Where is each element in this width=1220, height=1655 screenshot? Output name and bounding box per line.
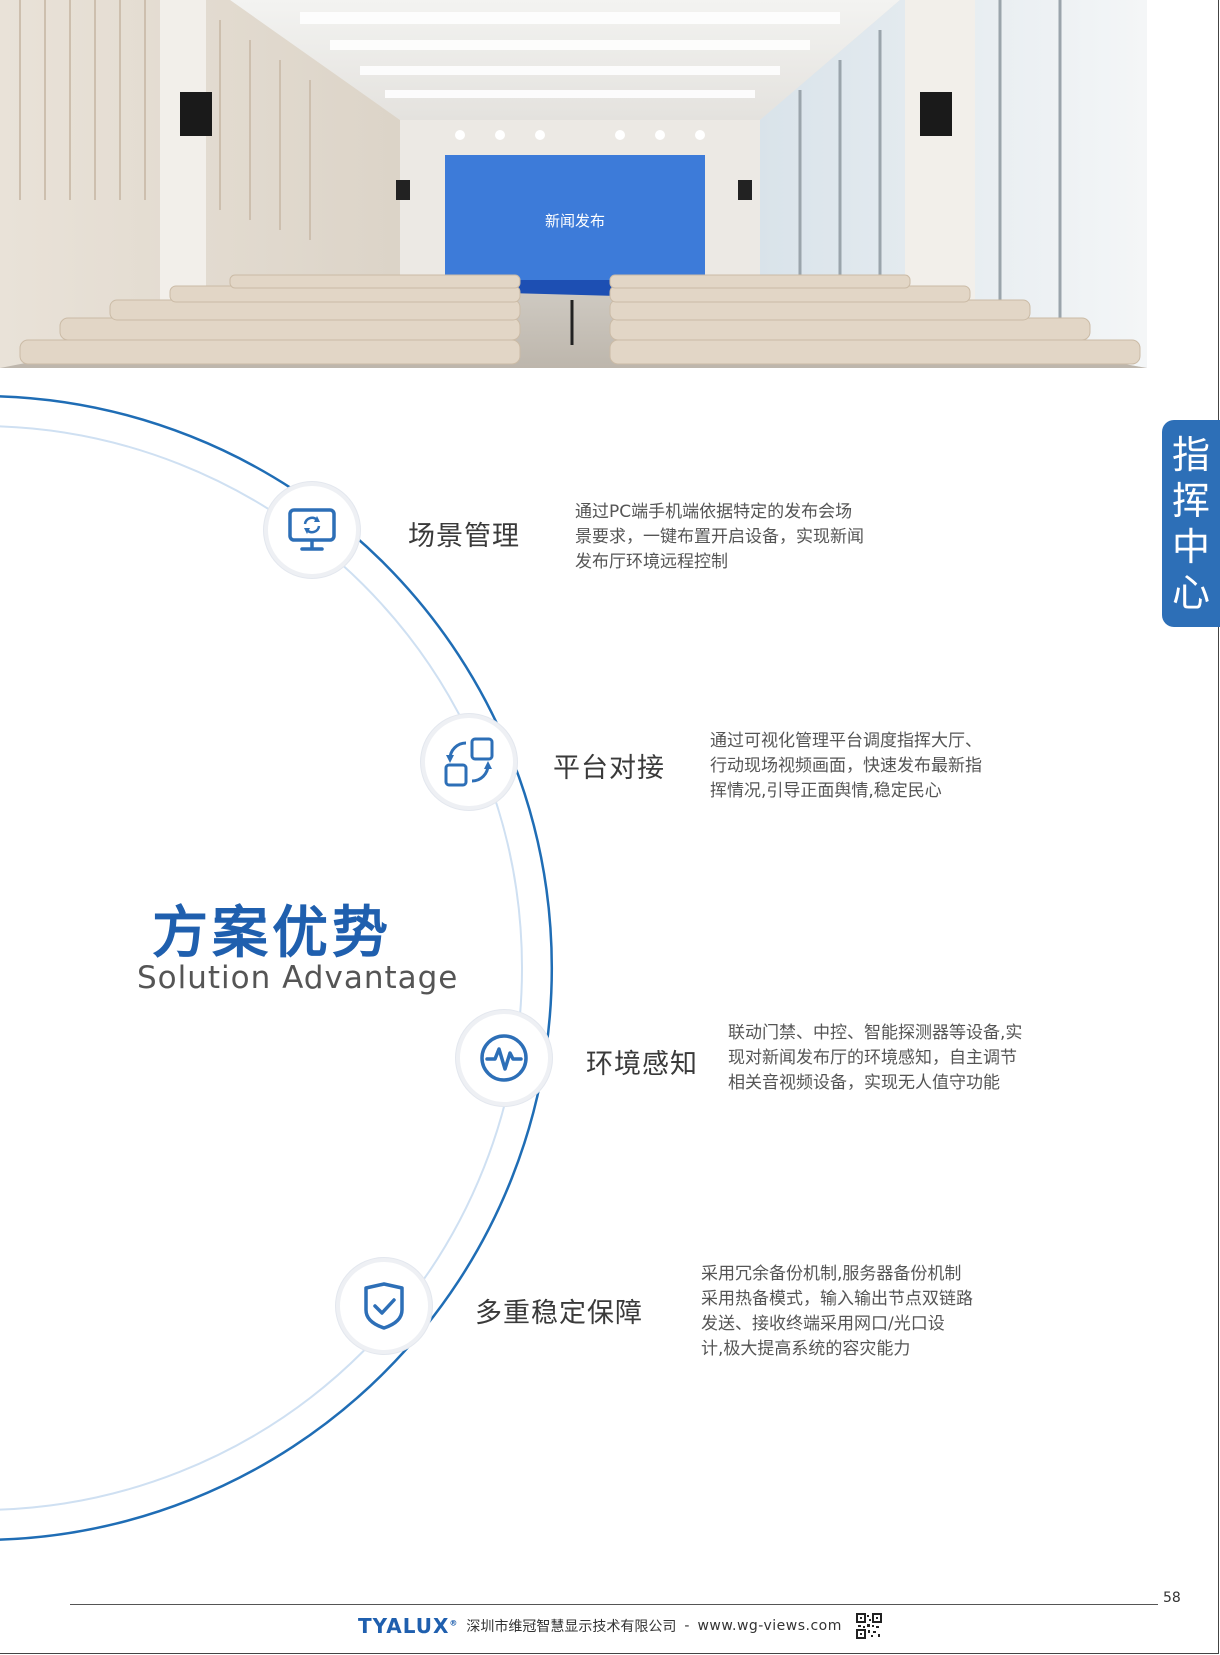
item-description: 采用冗余备份机制,服务器备份机制 采用热备模式，输入输出节点双链路 发送、接收终…: [701, 1262, 973, 1362]
description-line: 采用冗余备份机制,服务器备份机制: [701, 1264, 962, 1284]
node-stability-assurance: [336, 1258, 432, 1354]
screen-caption: 新闻发布: [545, 212, 605, 230]
company-name: 深圳市维冠智慧显示技术有限公司: [466, 1619, 677, 1635]
page-number: 58: [1163, 1590, 1181, 1606]
description-line: 现对新闻发布厅的环境感知，自主调节: [728, 1048, 1017, 1068]
side-tab-char: 中: [1171, 524, 1210, 569]
item-title: 多重稳定保障: [475, 1298, 643, 1329]
node-environment-sensing: [456, 1010, 552, 1106]
section-title: 方案优势: [152, 901, 392, 966]
qr-code-icon: [855, 1613, 882, 1639]
description-line: 通过PC端手机端依据特定的发布会场: [575, 502, 853, 522]
registered-mark: ®: [449, 1618, 459, 1628]
website-link[interactable]: www.wg-views.com: [697, 1618, 842, 1634]
footer-separator: -: [684, 1618, 690, 1634]
description-line: 发布厅环境远程控制: [575, 552, 728, 572]
item-title: 场景管理: [408, 521, 520, 552]
description-line: 计,极大提高系统的容灾能力: [701, 1339, 911, 1359]
description-line: 挥情况,引导正面舆情,稳定民心: [710, 781, 942, 801]
description-line: 联动门禁、中控、智能探测器等设备,实: [728, 1023, 1023, 1043]
pulse-icon: [480, 1034, 528, 1082]
brand-name: TYALUX: [358, 1614, 450, 1638]
item-description: 通过可视化管理平台调度指挥大厅、 行动现场视频画面，快速发布最新指 挥情况,引导…: [710, 729, 982, 804]
hero-photo: 新闻发布: [0, 0, 1147, 368]
item-title: 环境感知: [586, 1049, 698, 1080]
description-line: 采用热备模式，输入输出节点双链路: [701, 1289, 973, 1309]
shield-check-icon: [364, 1282, 404, 1330]
footer: TYALUX® 深圳市维冠智慧显示技术有限公司 - www.wg-views.c…: [358, 1610, 882, 1642]
item-description: 联动门禁、中控、智能探测器等设备,实 现对新闻发布厅的环境感知，自主调节 相关音…: [728, 1021, 1022, 1096]
side-tab-char: 心: [1171, 570, 1210, 615]
footer-divider: [70, 1604, 1158, 1605]
node-platform-integration: [421, 714, 517, 810]
section-subtitle: Solution Advantage: [137, 960, 459, 996]
decorative-arc: [0, 395, 554, 1541]
monitor-refresh-icon: [288, 508, 336, 551]
description-line: 发送、接收终端采用网口/光口设: [701, 1314, 945, 1334]
node-scene-management: [264, 482, 360, 578]
description-line: 相关音视频设备，实现无人值守功能: [728, 1073, 1000, 1093]
item-description: 通过PC端手机端依据特定的发布会场 景要求，一键布置开启设备，实现新闻 发布厅环…: [575, 500, 864, 575]
description-line: 景要求，一键布置开启设备，实现新闻: [575, 527, 864, 547]
side-tab-char: 挥: [1171, 478, 1210, 523]
brand-logo: TYALUX®: [358, 1614, 458, 1638]
section-side-tab: 指 挥 中 心: [1162, 420, 1220, 627]
description-line: 行动现场视频画面，快速发布最新指: [710, 756, 982, 776]
item-title: 平台对接: [553, 753, 665, 784]
description-line: 通过可视化管理平台调度指挥大厅、: [710, 731, 982, 751]
platform-sync-icon: [444, 737, 494, 787]
side-tab-char: 指: [1171, 432, 1210, 477]
